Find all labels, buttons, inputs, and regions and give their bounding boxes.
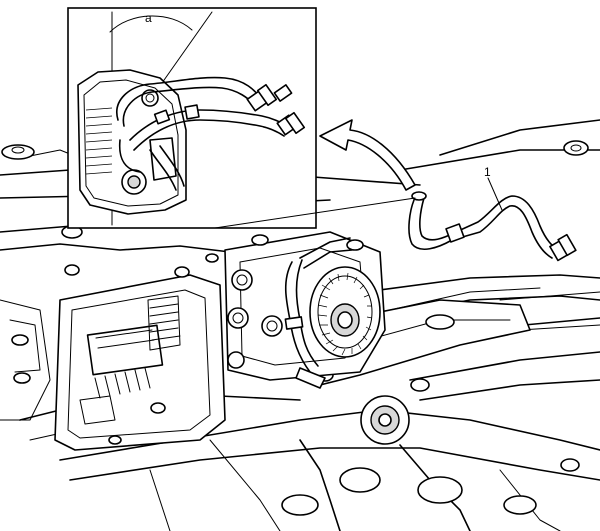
direction-arrow: [319, 119, 416, 191]
left-edge-components: [0, 299, 51, 421]
strut-mount: [281, 368, 580, 516]
callout-a-label: a: [145, 11, 152, 25]
leader-lines: [214, 177, 503, 229]
frame-rail-upper: [0, 144, 421, 276]
detail-inset: [67, 7, 317, 229]
brake-rotor: [309, 266, 381, 358]
brake-hose-installed: [284, 237, 353, 389]
callout-1-label: 1: [484, 165, 491, 179]
brake-hose-removed: [408, 191, 577, 262]
control-module: [54, 266, 226, 451]
